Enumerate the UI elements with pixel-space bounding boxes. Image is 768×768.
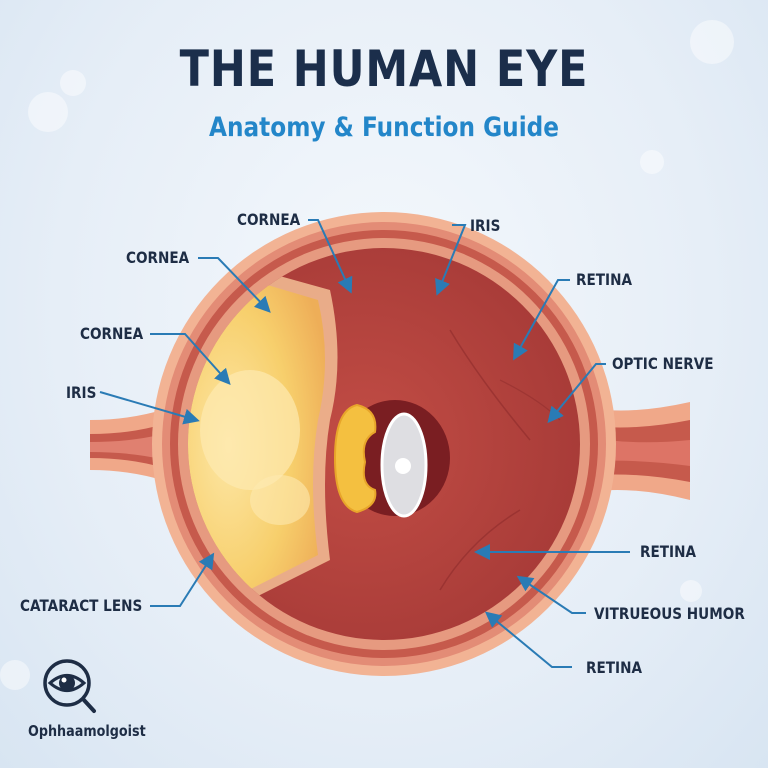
bokeh-decoration [680,580,702,602]
label-iris-left: IRIS [66,383,97,402]
label-cataract-lens: CATARACT LENS [20,596,143,615]
label-retina-upper: RETINA [576,270,633,289]
page-subtitle: Anatomy & Function Guide [208,112,560,143]
bokeh-decoration [60,70,86,96]
lens-and-iris [333,400,450,518]
label-retina-lower: RETINA [586,658,643,677]
label-iris-top: IRIS [470,216,501,235]
bokeh-decoration [690,20,734,64]
bokeh-decoration [0,660,30,690]
label-optic-nerve: OPTIC NERVE [612,354,714,373]
label-cornea-upper-left: CORNEA [126,248,190,267]
logo-text: Ophhaamolgoist [28,722,146,740]
label-vitreous-humor: VITRUEOUS HUMOR [594,604,745,623]
label-cornea-top: CORNEA [237,210,301,229]
label-cornea-mid-left: CORNEA [80,324,144,343]
bokeh-decoration [28,92,68,132]
label-retina-mid: RETINA [640,542,697,561]
eye-magnifier-icon [43,659,96,713]
pointer-lines [99,219,630,668]
page-title: THE HUMAN EYE [179,40,589,98]
bokeh-decoration [640,150,664,174]
